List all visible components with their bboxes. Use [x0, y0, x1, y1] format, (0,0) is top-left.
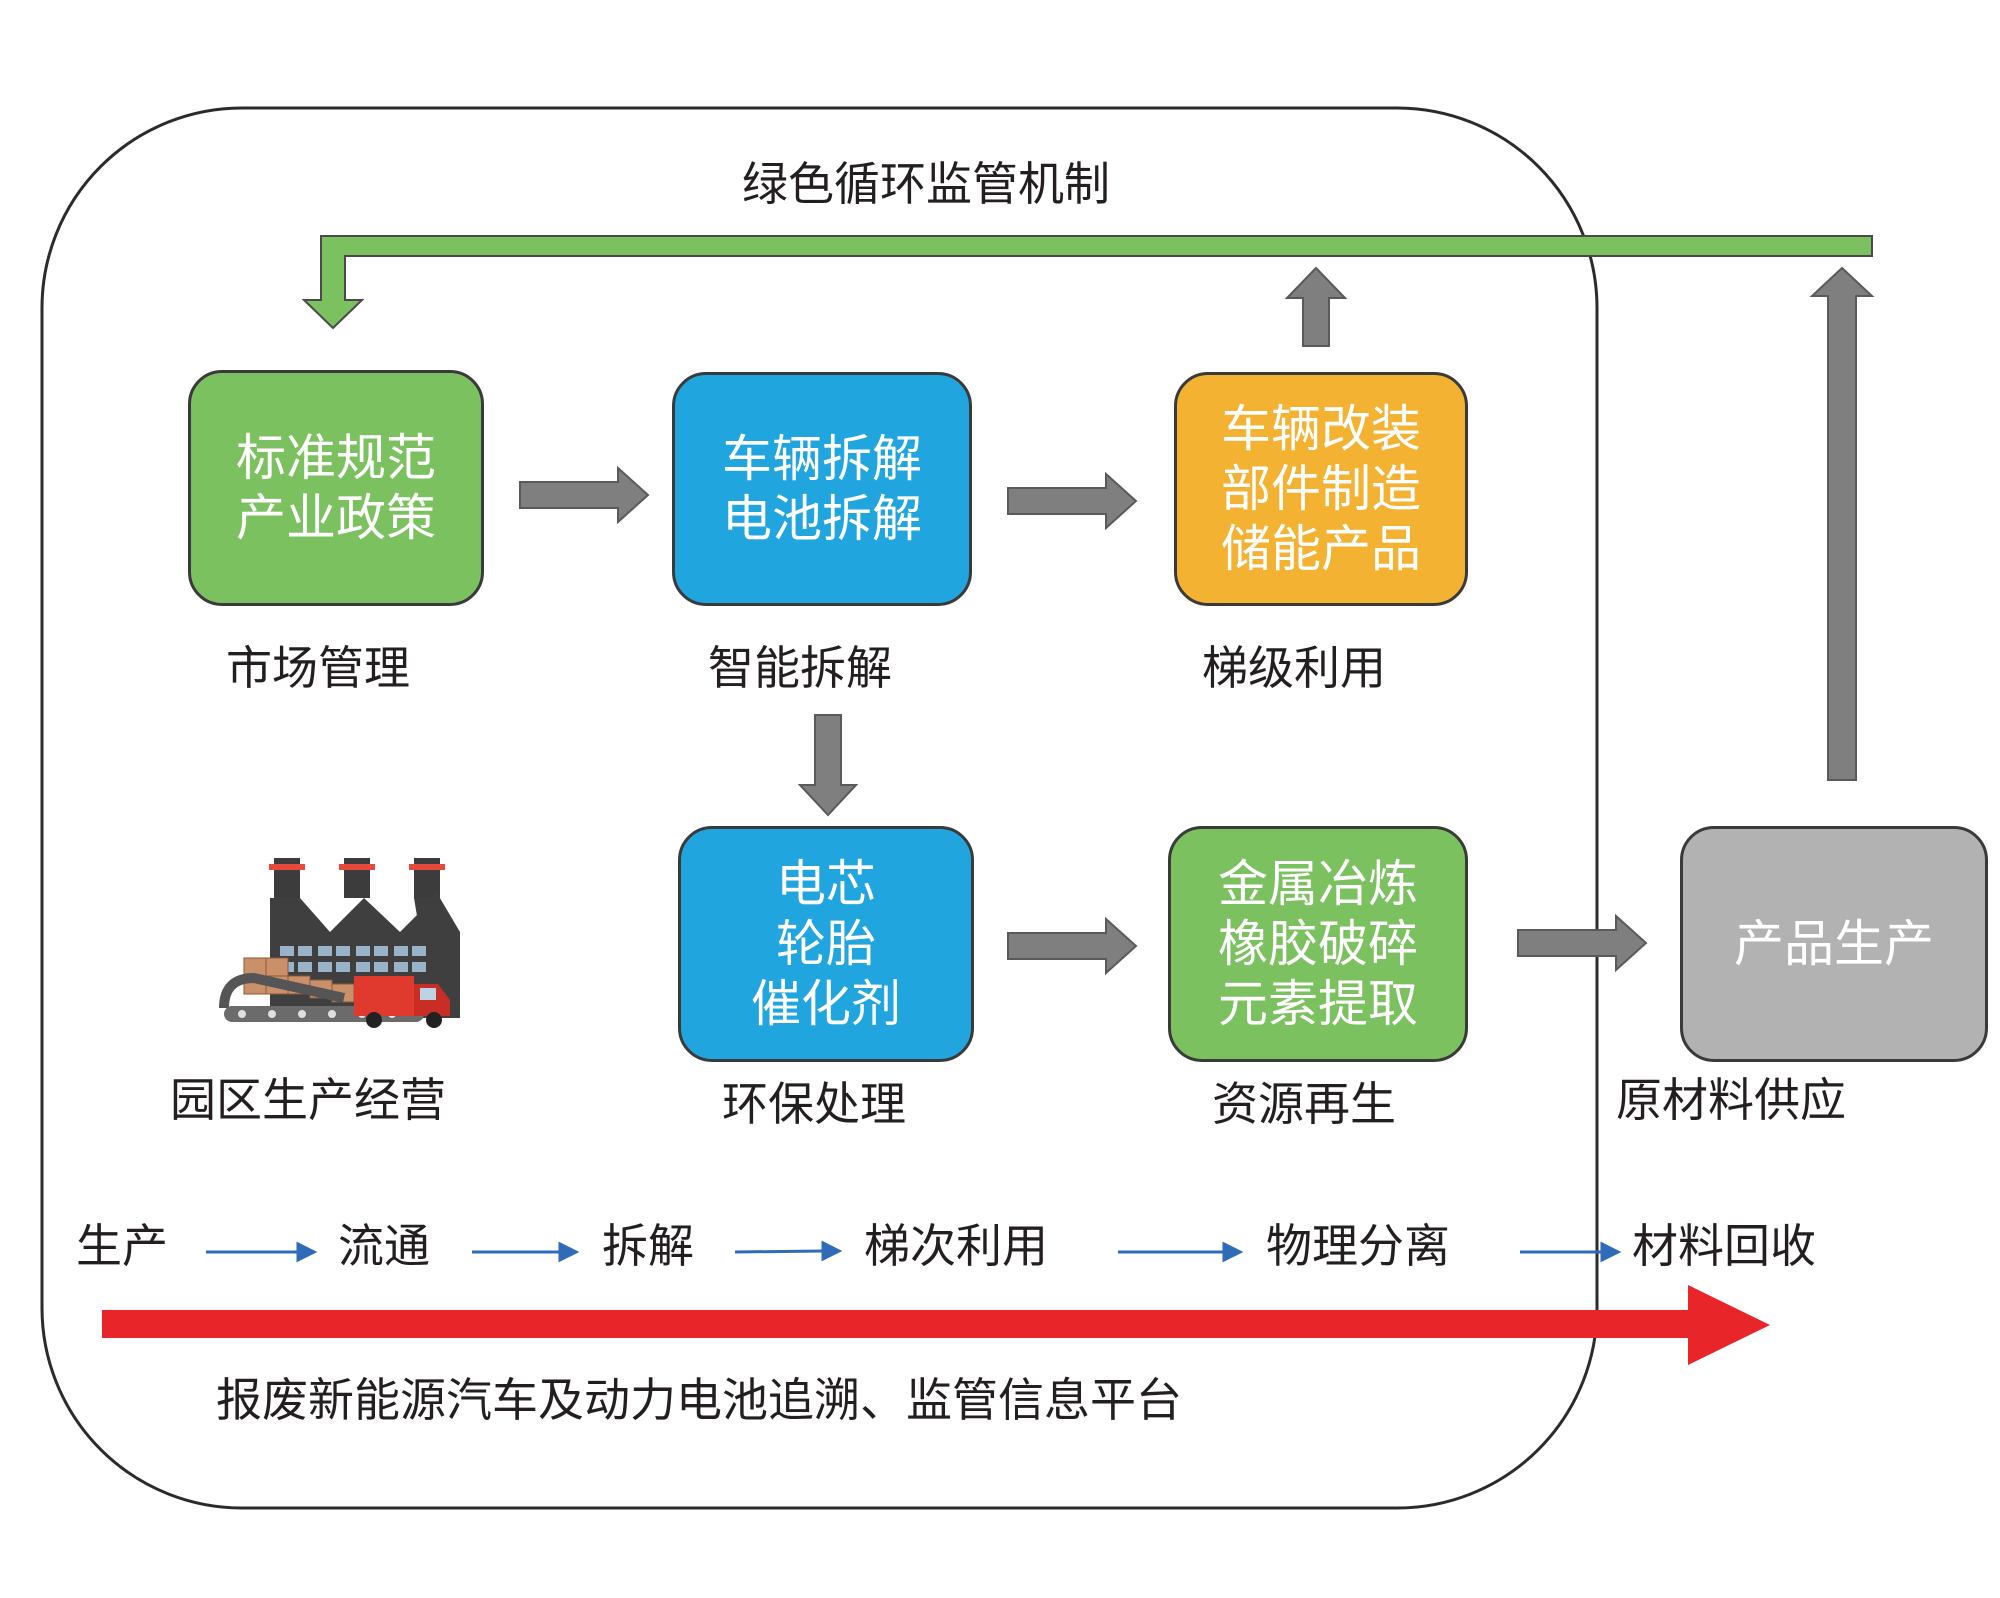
arrow-dismantle-to-env	[797, 714, 859, 817]
arrow-env-to-recycle	[1007, 916, 1138, 976]
box-line: 电芯	[776, 855, 876, 913]
box-line: 金属冶炼	[1218, 855, 1418, 913]
box-line: 轮胎	[776, 915, 876, 973]
dismantle-box: 车辆拆解 电池拆解	[672, 372, 972, 606]
flow-step: 物理分离	[1266, 1219, 1450, 1273]
caption-resource: 资源再生	[1212, 1077, 1396, 1131]
flow-step: 流通	[338, 1219, 430, 1273]
product-production-box: 产品生产	[1680, 826, 1988, 1062]
caption-park: 园区生产经营	[170, 1073, 446, 1127]
arrow-dismantle-to-cascade	[1007, 471, 1138, 531]
standards-policy-box: 标准规范 产业政策	[188, 370, 484, 606]
caption-cascade: 梯级利用	[1202, 641, 1386, 695]
box-line: 产业政策	[236, 489, 436, 547]
box-line: 橡胶破碎	[1218, 915, 1418, 973]
flow-arrows	[206, 1240, 1622, 1263]
box-line: 催化剂	[751, 975, 901, 1033]
arrow-recycle-to-product	[1517, 913, 1648, 973]
factory-icon	[219, 858, 460, 1028]
caption-market: 市场管理	[226, 641, 410, 695]
env-treatment-box: 电芯 轮胎 催化剂	[678, 826, 974, 1062]
box-line: 储能产品	[1221, 520, 1421, 578]
caption-smart: 智能拆解	[708, 641, 892, 695]
feedback-loop-arrow	[301, 235, 1873, 330]
supervision-mechanism-label: 绿色循环监管机制	[742, 157, 1110, 211]
caption-material: 原材料供应	[1616, 1073, 1846, 1127]
platform-arrow	[102, 1285, 1770, 1365]
box-line: 标准规范	[236, 429, 436, 487]
up-arrow-product	[1809, 266, 1875, 781]
region-outline	[40, 106, 1599, 1510]
box-line: 车辆改装	[1221, 400, 1421, 458]
platform-label: 报废新能源汽车及动力电池追溯、监管信息平台	[216, 1373, 1182, 1427]
up-arrow-cascade	[1284, 266, 1348, 347]
caption-env: 环保处理	[722, 1077, 906, 1131]
flow-step: 生产	[76, 1219, 168, 1273]
flow-step: 材料回收	[1632, 1219, 1816, 1273]
flow-step: 梯次利用	[864, 1219, 1048, 1273]
box-line: 电池拆解	[722, 490, 922, 548]
resource-recycle-box: 金属冶炼 橡胶破碎 元素提取	[1168, 826, 1468, 1062]
box-line: 元素提取	[1218, 975, 1418, 1033]
flow-step: 拆解	[602, 1219, 694, 1273]
box-line: 部件制造	[1221, 460, 1421, 518]
arrow-standards-to-dismantle	[519, 465, 650, 525]
box-line: 车辆拆解	[722, 430, 922, 488]
box-line: 产品生产	[1734, 915, 1934, 973]
cascade-products-box: 车辆改装 部件制造 储能产品	[1174, 372, 1468, 606]
